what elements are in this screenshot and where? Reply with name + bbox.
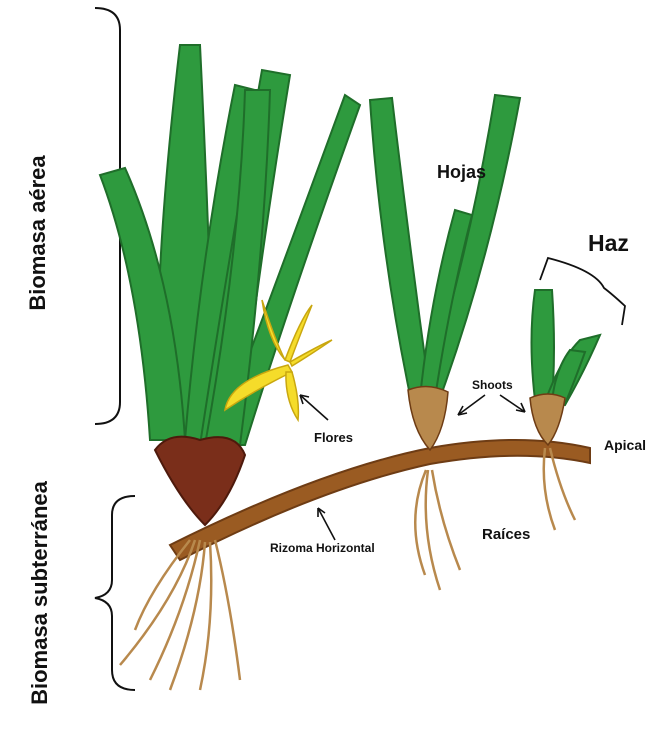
- underground-biomass-label: Biomasa subterránea: [27, 453, 53, 733]
- middle-shoot-leaves: [370, 95, 520, 398]
- bundle-label: Haz: [588, 230, 629, 257]
- main-plant-base: [155, 437, 245, 525]
- flowers-label: Flores: [314, 430, 353, 445]
- apical-label: Apical: [604, 437, 646, 453]
- middle-shoot-base: [408, 386, 448, 450]
- roots-label: Raíces: [482, 526, 530, 543]
- roots-middle: [415, 470, 460, 590]
- rhizome-arrow: [318, 508, 335, 540]
- rhizome-label: Rizoma Horizontal: [270, 541, 375, 555]
- leaves-label: Hojas: [437, 162, 486, 183]
- underground-bracket: [95, 496, 135, 690]
- main-plant-leaves: [100, 45, 360, 445]
- flowers-arrow: [300, 395, 328, 420]
- shoots-label: Shoots: [472, 378, 513, 392]
- apical-shoot-leaves: [532, 290, 601, 405]
- shoots-arrow-left: [458, 395, 485, 415]
- apical-shoot-base: [530, 394, 565, 445]
- aerial-biomass-label: Biomasa aérea: [25, 153, 51, 313]
- roots-main: [120, 540, 240, 690]
